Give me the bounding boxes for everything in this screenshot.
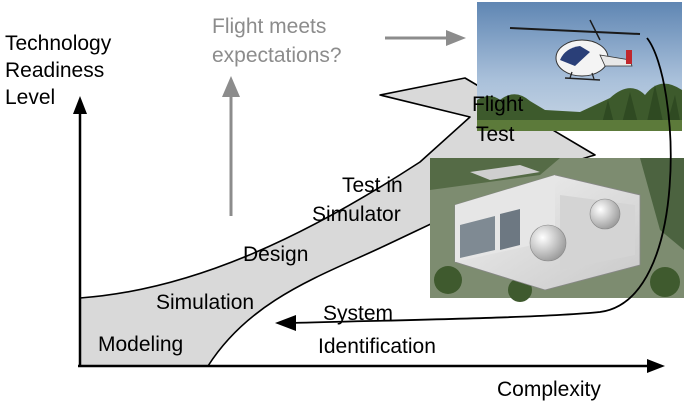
helicopter-photo <box>477 2 682 131</box>
stage-flight-test: Flight Test <box>472 93 529 146</box>
y-axis <box>73 96 87 366</box>
system-identification-label: System Identification <box>318 302 436 358</box>
system-identification-arrow <box>275 37 672 331</box>
gray-up-arrow <box>222 76 240 216</box>
x-axis-label: Complexity <box>497 378 601 401</box>
stage-design: Design <box>243 243 308 266</box>
gray-right-arrow <box>385 30 466 46</box>
x-axis <box>78 359 665 373</box>
flight-question-label: Flight meets expectations? <box>212 15 342 67</box>
stage-modeling: Modeling <box>98 333 183 356</box>
stage-simulation: Simulation <box>156 291 254 314</box>
y-axis-label: Technology Readiness Level <box>5 32 117 109</box>
simulator-facility-rendering <box>430 158 684 302</box>
stage-test-in-simulator: Test in Simulator <box>312 174 409 226</box>
